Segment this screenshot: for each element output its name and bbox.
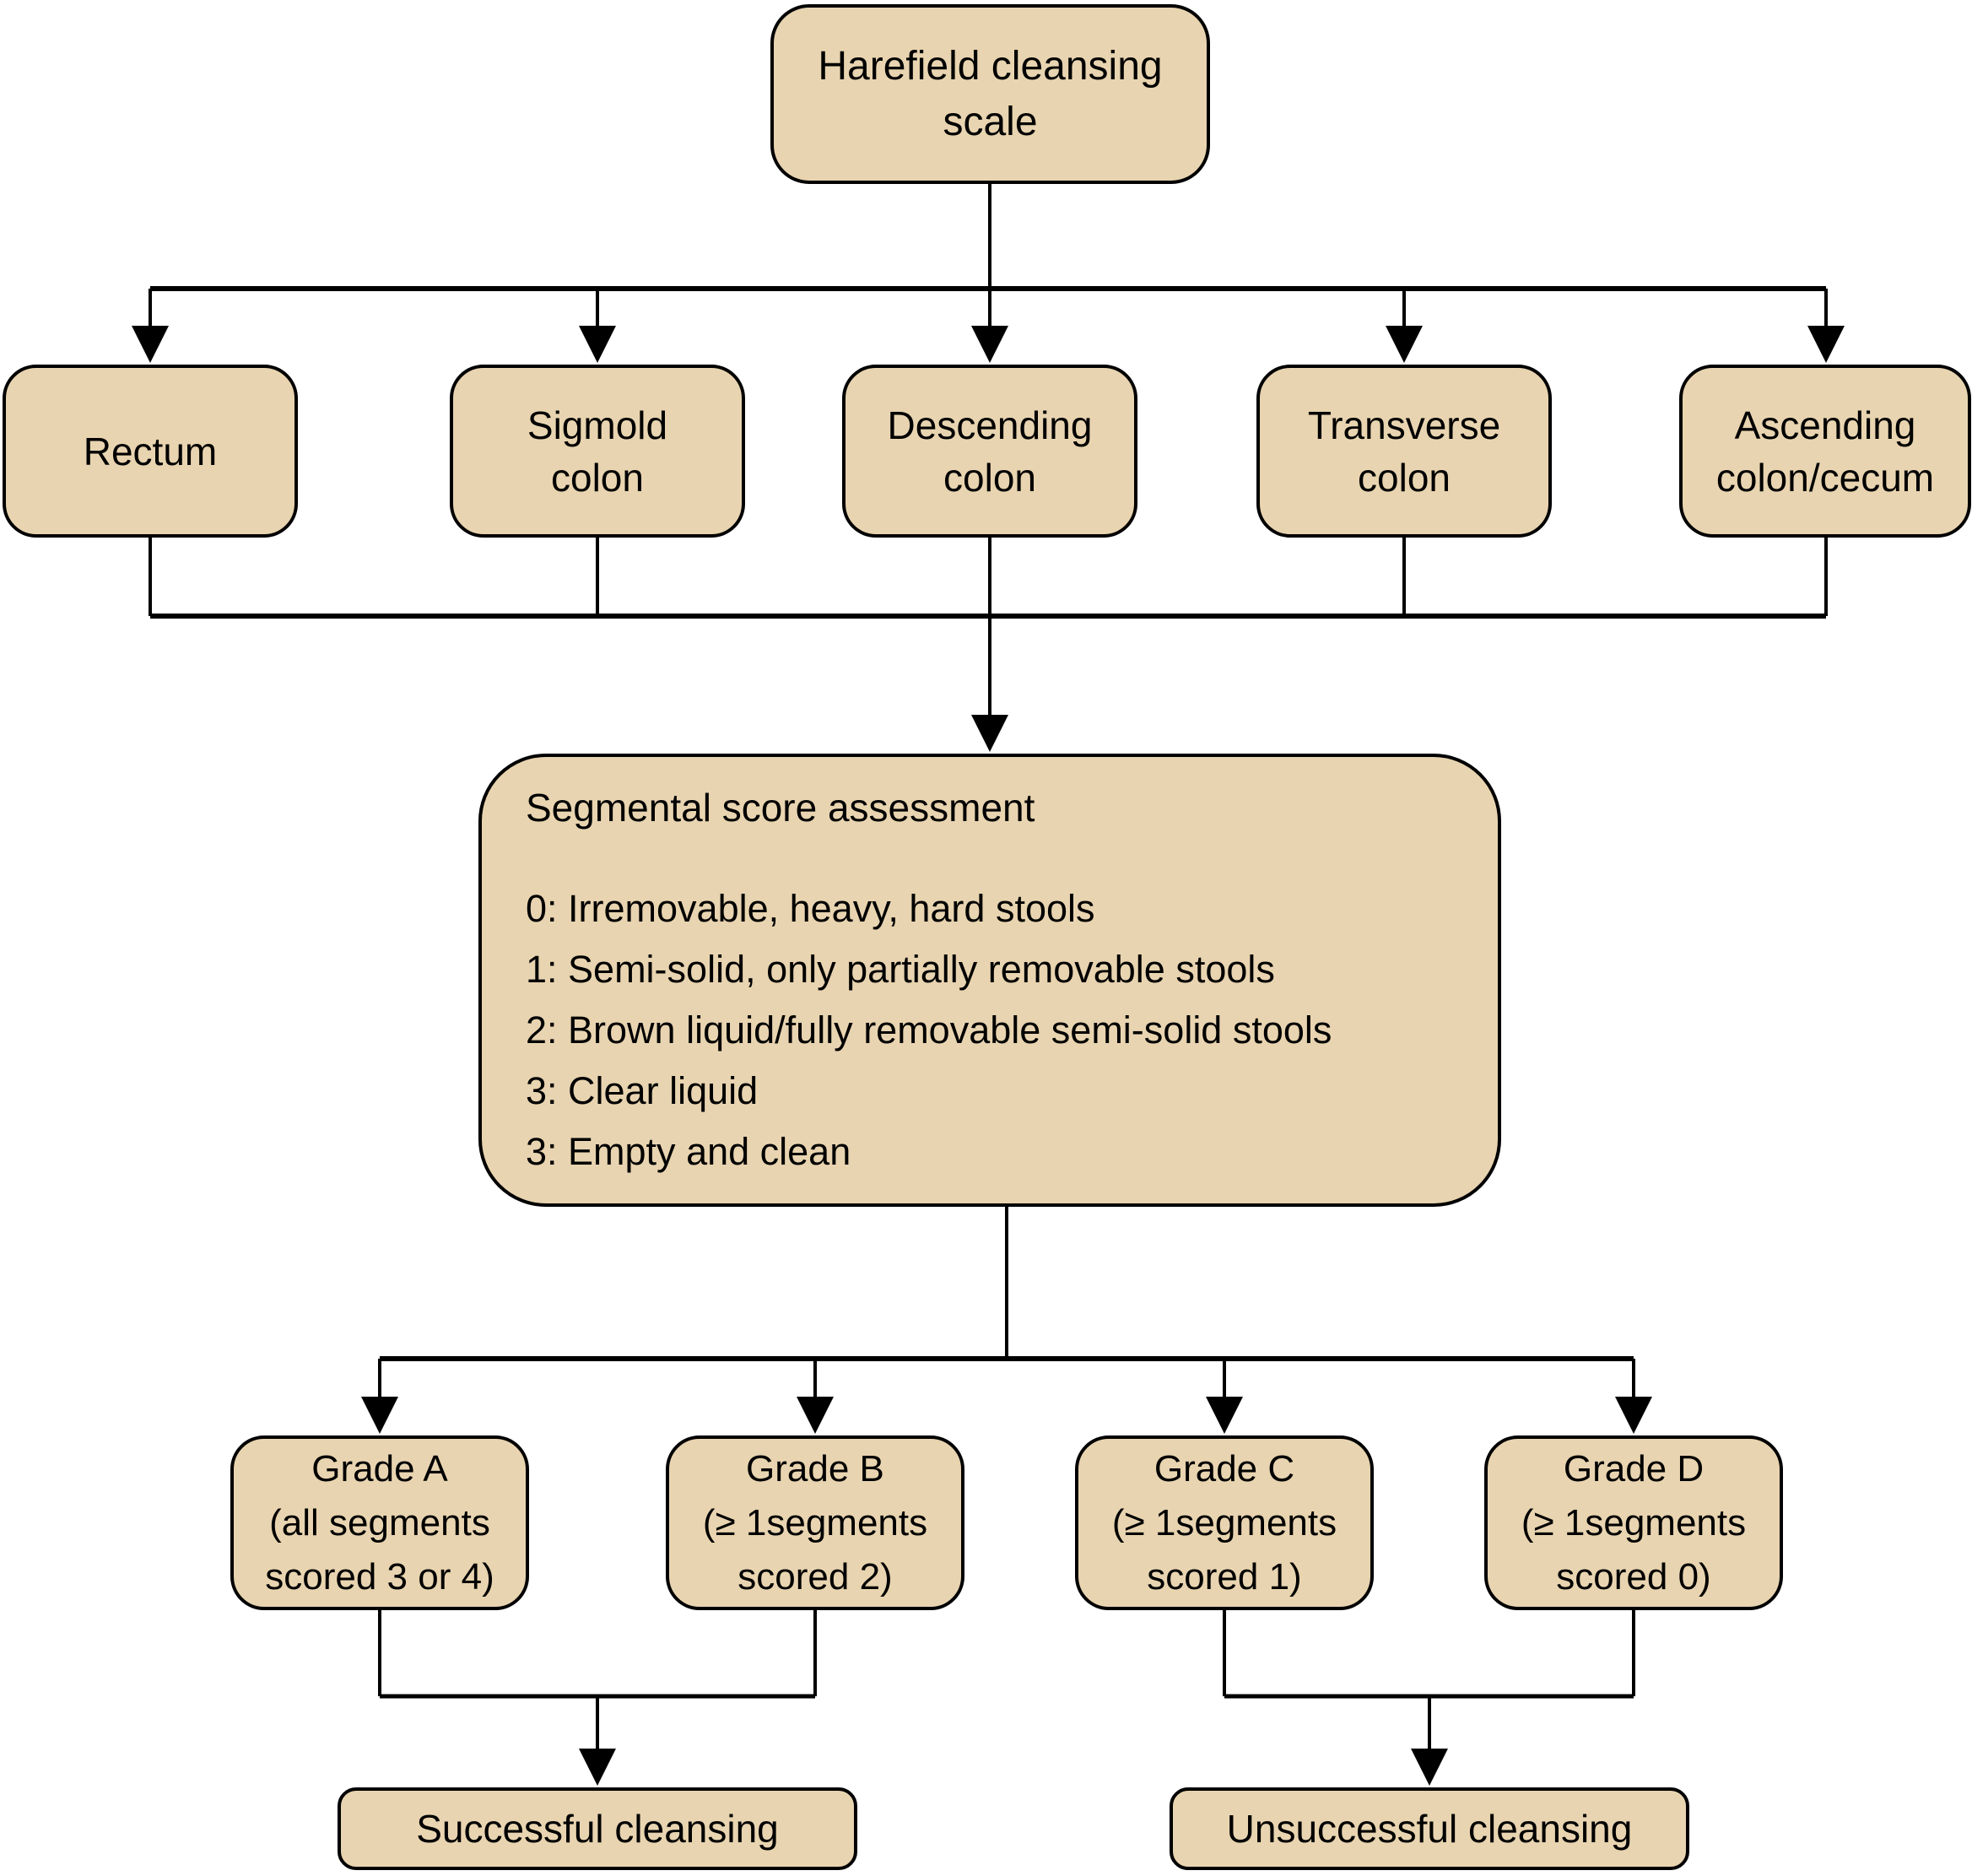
arrowhead-descending [971,326,1008,363]
node-grade-b: Grade B (≥ 1segments scored 2) [666,1435,964,1610]
node-grade-c-label: Grade C (≥ 1segments scored 1) [1111,1447,1337,1598]
segmental-assessment-title: Segmental score assessment [526,786,1035,830]
node-rectum: Rectum [3,365,298,538]
node-grade-a: Grade A (all segments scored 3 or 4) [230,1435,529,1610]
node-ascending-colon-cecum: Ascending colon/cecum [1679,365,1971,538]
arrowhead-assessment [971,715,1008,752]
arrowhead-grade-d [1615,1397,1652,1434]
node-harefield-cleansing-scale: Harefield cleansing scale [770,4,1210,184]
node-grade-d-label: Grade D (≥ 1segments scored 0) [1521,1447,1747,1598]
arrowhead-sigmold [579,326,616,363]
score-item-2: 2: Brown liquid/fully removable semi-sol… [526,1008,1332,1052]
node-grade-c: Grade C (≥ 1segments scored 1) [1075,1435,1374,1610]
arrowhead-grade-c [1206,1397,1243,1434]
node-successful-cleansing-label: Successful cleansing [416,1807,779,1851]
arrowhead-transverse [1386,326,1423,363]
node-unsuccessful-cleansing: Unsuccessful cleansing [1170,1787,1689,1870]
node-grade-a-label: Grade A (all segments scored 3 or 4) [265,1447,494,1598]
arrowhead-unsuccess [1411,1749,1448,1786]
score-item-1: 1: Semi-solid, only partially removable … [526,948,1275,991]
node-grade-b-label: Grade B (≥ 1segments scored 2) [702,1447,928,1598]
node-sigmold-colon-label: Sigmold colon [527,403,668,500]
arrowhead-success [579,1749,616,1786]
score-item-0: 0: Irremovable, heavy, hard stools [526,887,1095,930]
score-item-3: 3: Clear liquid [526,1069,759,1112]
node-ascending-colon-cecum-label: Ascending colon/cecum [1715,403,1935,500]
node-sigmold-colon: Sigmold colon [450,365,745,538]
node-transverse-colon-label: Transverse colon [1307,403,1501,500]
arrowhead-rectum [132,326,169,363]
node-descending-colon-label: Descending colon [887,403,1093,500]
score-item-4: 3: Empty and clean [526,1130,851,1173]
segmental-assessment-items: 0: Irremovable, heavy, hard stools 1: Se… [526,879,1464,1182]
node-descending-colon: Descending colon [842,365,1137,538]
node-harefield-cleansing-scale-label: Harefield cleansing scale [818,43,1163,144]
arrowhead-ascending [1807,326,1845,363]
node-unsuccessful-cleansing-label: Unsuccessful cleansing [1226,1807,1633,1851]
arrowhead-grade-b [797,1397,834,1434]
node-successful-cleansing: Successful cleansing [338,1787,857,1870]
node-grade-d: Grade D (≥ 1segments scored 0) [1484,1435,1783,1610]
node-segmental-score-assessment: Segmental score assessment 0: Irremovabl… [478,754,1501,1207]
node-transverse-colon: Transverse colon [1256,365,1552,538]
node-rectum-label: Rectum [83,429,218,473]
arrowhead-grade-a [361,1397,398,1434]
